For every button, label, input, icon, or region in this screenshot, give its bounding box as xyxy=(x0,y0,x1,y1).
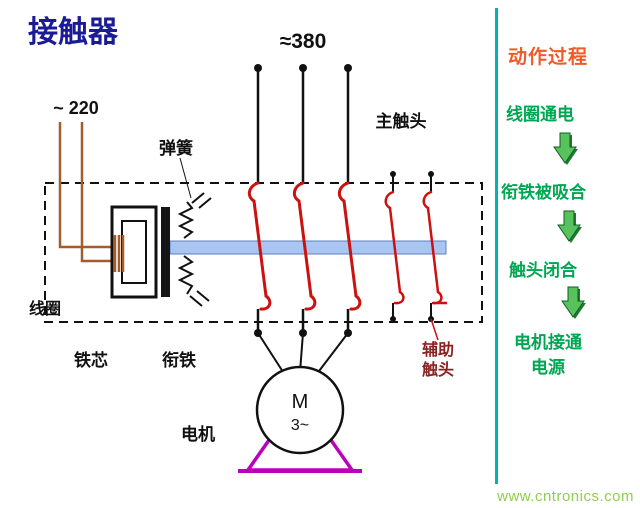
page-title: 接触器 xyxy=(28,16,119,49)
panel-divider xyxy=(495,8,498,484)
process-step-4: 电机接通 电源 xyxy=(503,330,593,380)
process-step-3: 触头闭合 xyxy=(509,261,577,280)
aux-contact-label-line1: 辅助 xyxy=(422,340,454,359)
motor-symbol-phase: 3~ xyxy=(291,417,309,434)
down-arrow-icon xyxy=(553,132,578,165)
aux-contact-label-line2: 触头 xyxy=(421,360,454,379)
spring-top xyxy=(177,192,212,239)
core-label: 铁芯 xyxy=(74,350,108,370)
motor-circle xyxy=(255,365,345,455)
coil-windings xyxy=(113,235,125,272)
motor-label: 电机 xyxy=(181,424,215,444)
motor-wires xyxy=(257,332,349,376)
process-step-4-line2: 电源 xyxy=(531,358,565,377)
coil-label: 线圈 xyxy=(29,299,61,318)
aux-label-leader xyxy=(430,318,439,341)
spring-bottom xyxy=(177,255,210,307)
armature-plate xyxy=(161,207,170,297)
process-step-2: 衔铁被吸合 xyxy=(501,183,586,202)
support-hatch xyxy=(198,197,212,209)
three-phase-voltage-label: ≈380 xyxy=(280,30,327,53)
process-step-4-line1: 电机接通 xyxy=(514,333,582,352)
main-contact-label: 主触头 xyxy=(376,111,427,131)
watermark: www.cntronics.com xyxy=(497,488,634,505)
support-hatch xyxy=(191,192,205,204)
armature-bar xyxy=(169,240,447,255)
contactor-housing-outline xyxy=(44,182,483,323)
process-step-1: 线圈通电 xyxy=(506,105,574,124)
motor-symbol-m: M xyxy=(292,391,309,413)
support-hatch xyxy=(196,290,210,302)
spring-label: 弹簧 xyxy=(159,138,193,158)
coil-voltage-label: ~ 220 xyxy=(53,98,99,118)
armature-label: 衔铁 xyxy=(162,350,196,370)
phase-lines xyxy=(256,68,350,333)
coil-feed-wires xyxy=(58,122,115,263)
iron-core xyxy=(110,205,170,299)
down-arrow-icon xyxy=(557,210,582,243)
phase-terminal-dots xyxy=(254,64,352,337)
spring-leader-line xyxy=(179,157,192,199)
process-panel-title: 动作过程 xyxy=(508,47,589,68)
support-hatch xyxy=(189,295,203,307)
down-arrow-icon xyxy=(561,286,586,319)
